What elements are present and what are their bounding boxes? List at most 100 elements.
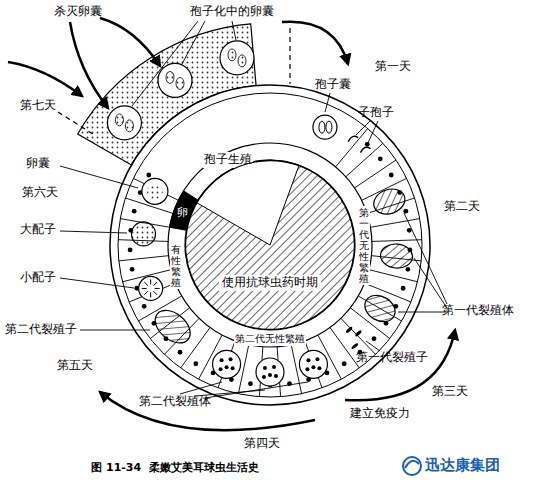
day-arrow — [8, 62, 82, 96]
sporulating-oocyst — [220, 41, 254, 75]
stage-label: 子孢子 — [358, 106, 394, 120]
leader-line — [398, 312, 446, 313]
leader-line — [232, 21, 236, 40]
cell-nucleus — [342, 361, 347, 366]
stage-band: 第二代无性繁殖 — [234, 332, 306, 346]
leader-line — [367, 121, 378, 145]
schizont-nucleus — [317, 366, 321, 370]
band-text: 第二代无性繁殖 — [235, 333, 305, 345]
oocyst-inner — [125, 120, 133, 132]
watermark: 迅达康集团 — [425, 457, 500, 474]
oocyst-inner — [115, 114, 123, 126]
oocyst-inner — [176, 77, 184, 89]
cell-nucleus — [193, 361, 198, 366]
stage-label: 孢子化中的卵囊 — [190, 5, 274, 19]
leader-line — [325, 93, 330, 112]
leader-line — [180, 382, 222, 394]
schizont-nucleus — [272, 365, 276, 369]
white-wedge — [196, 160, 299, 245]
oocyst-inner — [166, 71, 174, 83]
sporocyst — [326, 121, 332, 133]
microgamete-flagellum — [150, 292, 151, 297]
cycle-arrow — [282, 22, 348, 64]
stage-divider — [289, 28, 290, 84]
schizont-nucleus — [311, 365, 315, 369]
schizont-nucleus — [229, 357, 233, 361]
oocyst-inner — [238, 55, 246, 67]
stage-label: 第一天 — [375, 60, 411, 74]
stage-label: 杀灭卵囊 — [54, 5, 102, 19]
first-gen-merozoite — [354, 329, 362, 337]
cell-nucleus — [146, 173, 151, 178]
schizont-nucleus — [220, 358, 224, 362]
leader-line — [366, 341, 380, 351]
sporozoite — [360, 147, 370, 152]
schizont-nucleus — [315, 357, 319, 361]
cell-nucleus — [130, 267, 135, 272]
macrogamete — [131, 222, 155, 246]
kill-arrow — [70, 22, 108, 108]
band-text: 第一代无性繁殖 — [359, 207, 369, 284]
sporocyst-oocyst — [313, 115, 337, 139]
stage-label: 第二天 — [444, 200, 480, 214]
schizont-nucleus — [268, 373, 272, 377]
egg-band-label: 卵 — [176, 206, 189, 221]
first-gen-schizont — [380, 243, 414, 270]
schizont-nucleus — [219, 367, 223, 371]
microgamete-flagellum — [142, 288, 147, 289]
stage-label: 小配子 — [20, 271, 56, 285]
inner-disk-outline — [185, 160, 355, 330]
sporozoite — [348, 136, 358, 141]
leader-line — [205, 382, 308, 398]
leader-line — [132, 21, 198, 106]
band-ring — [168, 143, 372, 347]
drug-period-hatch — [185, 160, 355, 330]
cell-nucleus — [248, 381, 253, 386]
cell-nucleus — [405, 267, 410, 272]
stage-label: 第二代裂殖子 — [5, 323, 77, 337]
stage-band: 孢子生殖 — [203, 152, 253, 168]
leader-line — [60, 231, 127, 233]
microgamete-flagellum — [150, 279, 151, 284]
kill-arrow — [100, 18, 160, 66]
stage-band: 有性繁殖 — [170, 243, 182, 289]
first-gen-merozoite — [345, 326, 353, 334]
cell-nucleus — [401, 286, 406, 291]
outer-ring — [110, 85, 430, 405]
second-gen-schizont — [256, 358, 284, 386]
stage-label: 孢子囊 — [315, 78, 351, 92]
cycle-arrow — [100, 392, 315, 430]
stage-label: 第二代裂殖体 — [139, 395, 211, 409]
schizont-nucleus — [225, 365, 229, 369]
leader-line — [60, 278, 134, 288]
second-gen-schizont — [213, 350, 241, 378]
stage-label: 第六天 — [22, 186, 58, 200]
band-text: 卵 — [177, 207, 188, 220]
stage-label: 卵囊 — [26, 157, 50, 171]
schizont-nucleus — [274, 374, 278, 378]
band-text: 有性繁殖 — [171, 244, 181, 288]
microgamete-flagellum — [153, 282, 157, 286]
microgamete-flagellum — [153, 291, 157, 295]
leader-line — [414, 258, 447, 308]
oocyst-inner — [228, 49, 236, 61]
cell-nucleus — [128, 247, 133, 252]
cell-nucleus — [407, 228, 412, 233]
stage-label: 第四天 — [244, 437, 280, 451]
cell-nucleus — [178, 350, 183, 355]
schizont-nucleus — [231, 366, 235, 370]
first-gen-merozoite — [351, 342, 359, 350]
leader-line — [356, 121, 370, 135]
leader-line — [404, 213, 447, 304]
cell-wall — [369, 270, 418, 282]
second-gen-merozoites — [149, 304, 196, 350]
stage-label: 第三天 — [432, 385, 468, 399]
cell-wall — [355, 160, 396, 188]
leader-line — [80, 330, 150, 331]
oocyst-in-cell — [142, 178, 168, 204]
microgamete — [139, 276, 163, 300]
cell-nucleus — [378, 156, 383, 161]
cell-wall — [370, 219, 419, 228]
